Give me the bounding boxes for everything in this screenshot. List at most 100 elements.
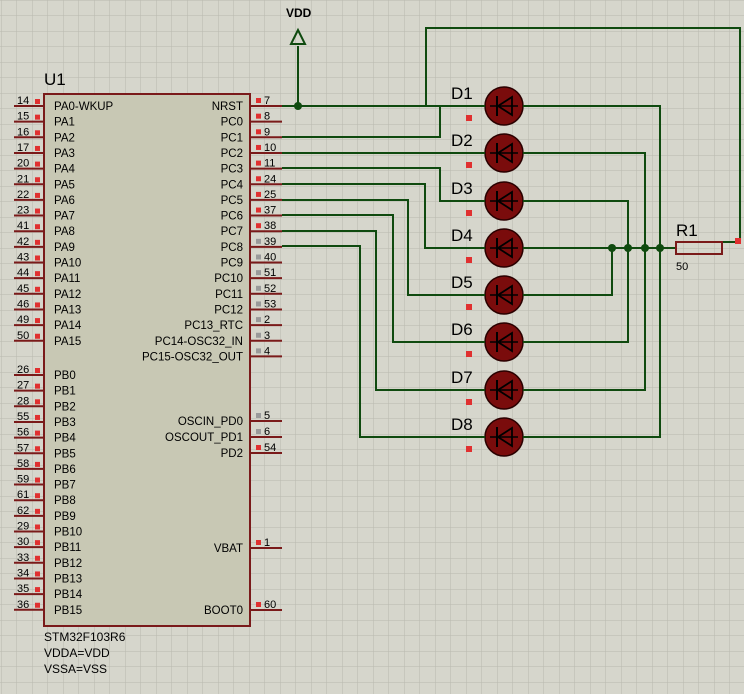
wire-pc5-d6[interactable] — [282, 214, 466, 343]
wire-r1-vdd[interactable] — [425, 27, 741, 243]
led-d2[interactable]: D2 — [451, 131, 528, 173]
pin-name: PA11 — [54, 273, 80, 285]
pin-number: 9 — [264, 126, 270, 138]
resistor-body[interactable] — [675, 241, 723, 255]
wire-pc2-d3[interactable] — [282, 167, 466, 202]
pin-number: 8 — [264, 111, 270, 123]
wire-pc4-d5[interactable] — [282, 199, 466, 296]
wire-d8-common[interactable] — [528, 248, 661, 438]
pin-marker — [35, 399, 40, 405]
vdd-power-symbol[interactable]: VDD — [286, 6, 312, 45]
pin-number: 26 — [17, 364, 29, 376]
pin-marker — [256, 129, 261, 135]
wire-d2-common[interactable] — [528, 152, 646, 248]
wire-pc0-d1[interactable] — [282, 105, 466, 138]
right-pin-group: 7NRST8PC09PC110PC211PC324PC425PC537PC638… — [142, 95, 282, 617]
wire-d5-common[interactable] — [528, 248, 613, 296]
wire-pc7-d8[interactable] — [282, 245, 466, 438]
wire-d3-common[interactable] — [528, 200, 629, 248]
pin-marker — [256, 429, 261, 434]
power-arrow-icon — [289, 27, 307, 45]
led-d8[interactable]: D8 — [451, 415, 528, 457]
pin-marker — [35, 430, 40, 436]
led-d1[interactable]: D1 — [451, 84, 528, 126]
chip-part-number: STM32F103R6 — [44, 630, 126, 644]
wire-pc3-d4[interactable] — [282, 183, 466, 249]
led-d3[interactable]: D3 — [451, 179, 528, 221]
pin-name: PA15 — [54, 336, 81, 348]
wire-d7-common[interactable] — [528, 248, 646, 391]
chip-body[interactable] — [43, 93, 251, 627]
pin-marker — [35, 286, 40, 292]
wire-d6-common[interactable] — [528, 248, 629, 343]
led-d7[interactable]: D7 — [451, 368, 528, 410]
led-d4[interactable]: D4 — [451, 226, 528, 268]
led-d6[interactable]: D6 — [451, 320, 528, 362]
wire-pc6-d7[interactable] — [282, 230, 466, 391]
led-d5[interactable]: D5 — [451, 273, 528, 315]
led-ref: D6 — [451, 320, 473, 339]
pin-name: PC7 — [221, 226, 243, 238]
pin-marker — [35, 368, 40, 373]
vdd-label: VDD — [286, 6, 312, 20]
pin-number: 46 — [17, 298, 29, 310]
resistor-r1[interactable]: R1 50 — [675, 221, 741, 273]
wire-d1-common[interactable] — [528, 105, 661, 248]
